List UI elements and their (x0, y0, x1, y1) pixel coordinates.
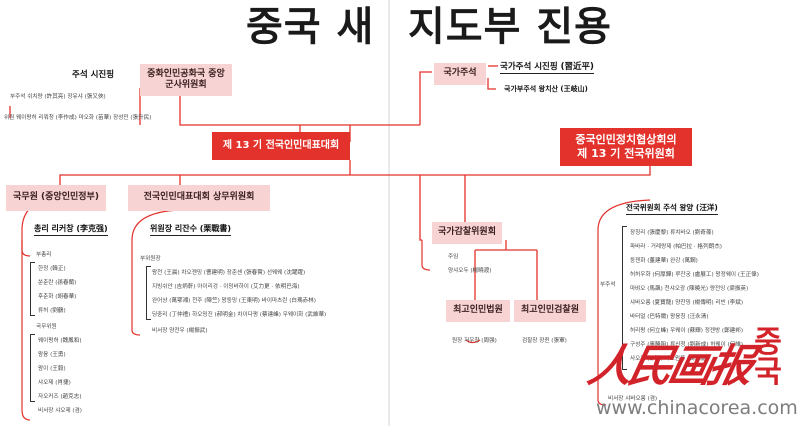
cppcc-chair: 전국위원회 주석 왕양 (汪洋) (626, 202, 718, 215)
supervision-label: 국가감찰위원회 (438, 227, 496, 238)
cppcc-box: 중국인민정치협상회의 제 13 기 전국위원회 (560, 128, 692, 166)
military-commission-line1: 중화인민공화국 중앙 (147, 68, 225, 79)
president: 국가주석 시진핑 (習近平) (500, 62, 594, 74)
npc-standing-vice-2: 완어샹 (萬鄂湘) 천주 (陳竺) 왕둥밍 (王東明) 바이마츠린 (白瑪赤林) (152, 298, 316, 304)
npc-standing-bracket (146, 266, 151, 320)
npc-standing-vice-3: 딩중리 (丁仲禮) 하오밍진 (郝明金) 차이다펑 (蔡達峰) 우웨이화 (武維… (152, 312, 327, 318)
supervision-head: 양샤오두 (楊曉渡) (448, 268, 492, 274)
cppcc-vice-4: 마뱌오 (馬飆) 천샤오광 (陳曉光) 량전잉 (梁振英) (630, 286, 749, 292)
page-title-left: 중국 새 (246, 4, 375, 50)
military-vice: 부주석 쉬치량 (許其亮) 장유샤 (張又俠) (10, 94, 106, 100)
cppcc-vice-label: 부주석 (600, 282, 616, 288)
cppcc-vice-3: 허허우화 (何厚鏵) 루잔궁 (盧展工) 왕정웨이 (王正偉) (630, 272, 759, 278)
npc-standing-secretary: 비서장 양전우 (楊振武) (152, 328, 208, 334)
military-chair: 주석 시진핑 (72, 70, 115, 80)
state-chair-label: 국가주석 (443, 68, 477, 79)
premier: 총리 리커창 (李克强) (34, 223, 108, 236)
vice-premier-2: 후춘화 (胡春華) (38, 294, 77, 300)
vice-premier-3: 류허 (劉鶴) (38, 308, 66, 314)
procuratorate-head: 검찰장 장쥔 (張軍) (522, 338, 567, 344)
court-label: 최고인민법원 (453, 305, 503, 316)
supervision-box: 국가감찰위원회 (432, 222, 502, 244)
vice-premier-1: 쑨춘란 (孫春蘭) (38, 280, 77, 286)
vice-premier-bracket (30, 262, 35, 316)
page-title-right: 지도부 진용 (408, 4, 612, 50)
watermark-side: 중국 (754, 325, 782, 390)
state-chair-box: 국가주석 (434, 63, 486, 85)
councilor-2: 왕이 (王毅) (38, 366, 66, 372)
military-commission-box: 중화인민공화국 중앙 군사위원회 (140, 64, 232, 96)
military-members: 위원 웨이펑허 리쭤청 (李作成) 마오화 (苗華) 장성민 (張升民) (4, 115, 152, 121)
councilor-4: 자오커즈 (趙克志) (38, 394, 82, 400)
cppcc-vice-8: 구성주 (辜勝阻) 류신청 (劉新成) 허웨이 (何維) (630, 342, 744, 348)
state-council-secretary: 비서장 샤오제 (겸) (38, 408, 82, 414)
cppcc-secretary: 비서장 샤바오룽 (겸) (608, 396, 658, 402)
npc-standing-vice-label: 부위원장 (140, 256, 161, 262)
state-council-label: 국무원 (중앙인민정부) (13, 192, 99, 203)
cppcc-vice-7: 허리펑 (何立峰) 우웨이 (蘇輝) 정젠방 (鄭建邦) (630, 328, 744, 334)
military-commission-line2: 군사위원회 (165, 80, 207, 90)
court-box: 최고인민법원 (446, 300, 510, 322)
npc-standing-label: 전국인민대표대회 상무위원회 (143, 192, 255, 203)
cppcc-vice-1: 파바라 · 거례랑제 (帕巴拉 · 格列朗杰) (630, 244, 722, 250)
cppcc-vice-6: 바터얼 (巴特爾) 왕융칭 (汪永清) (630, 314, 709, 320)
vice-premier-label: 부총리 (36, 252, 52, 258)
cppcc-vice-bracket (622, 226, 627, 370)
councilor-1: 왕융 (王勇) (38, 352, 66, 358)
cppcc-vice-9: 사오훙 (邵鴻) 가오윈룽 (高雲龍) (630, 356, 709, 362)
procuratorate-box: 최고인민검찰원 (514, 300, 586, 322)
vice-president: 국가부주석 왕치산 (王岐山) (504, 85, 588, 93)
cppcc-vice-5: 샤바오룽 (夏寶龍) 양찬밍 (楊傳明) 리빈 (李斌) (630, 300, 744, 306)
npc-standing-vice-1: 지빙쉬안 (吉炳軒) 아이리겅 · 이밍바하이 (艾力更 · 依明巴海) (152, 284, 300, 290)
npc-standing-chair: 위원장 리잔수 (栗戰書) (150, 223, 232, 236)
watermark-url: www.chinacorea.com (596, 397, 798, 419)
npc-standing-vice-0: 왕천 (王晨) 차오젠밍 (曹建明) 장춘셴 (張春賢) 선웨웨 (沈躍躍) (152, 270, 306, 276)
councilor-bracket (30, 334, 35, 402)
court-head: 원장 저우창 (周强) (452, 338, 497, 344)
npc-box: 제 13 기 전국인민대표대회 (212, 132, 350, 160)
councilor-label: 국무위원 (36, 324, 57, 330)
cppcc-vice-0: 장칭리 (張慶黎) 류치바오 (劉奇葆) (630, 230, 714, 236)
councilor-3: 샤오제 (肖捷) (38, 380, 71, 386)
vice-premier-0: 한정 (韓正) (38, 266, 66, 272)
cppcc-line1: 중국인민정치협상회의 (575, 133, 677, 147)
watermark-logo: 人民画报 (583, 341, 755, 392)
councilor-0: 웨이펑허 (魏鳳和) (38, 338, 82, 344)
npc-standing-box: 전국인민대표대회 상무위원회 (128, 185, 270, 211)
supervision-head-label: 주임 (448, 254, 459, 260)
procuratorate-label: 최고인민검찰원 (521, 305, 579, 316)
state-council-box: 국무원 (중앙인민정부) (6, 185, 106, 211)
cppcc-vice-2: 둥젠화 (董建華) 완강 (萬鋼) (630, 258, 698, 264)
npc-label: 제 13 기 전국인민대표대회 (222, 139, 340, 151)
cppcc-line2: 제 13 기 전국위원회 (577, 147, 675, 160)
